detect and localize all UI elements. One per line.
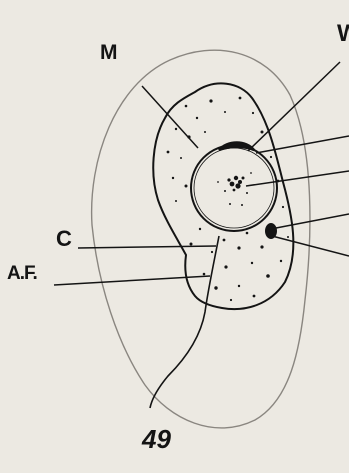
endoplasm-outline [153,83,293,309]
nucleus [191,145,277,231]
leader-right-4 [272,236,349,256]
leader-right-3 [276,214,349,228]
leader-c [78,246,216,248]
label-c: C [56,228,72,250]
label-w: W [337,22,349,46]
nuclear-cap [219,143,254,151]
outer-membrane [92,50,310,428]
label-af: A.F. [7,264,37,283]
leader-right-1 [256,136,349,153]
nucleus-inner-ring [194,148,274,228]
karyosome [217,172,252,206]
figure-number: 49 [142,426,171,452]
leader-w [248,62,340,151]
label-m: M [100,42,118,63]
leader-right-2 [246,171,349,186]
